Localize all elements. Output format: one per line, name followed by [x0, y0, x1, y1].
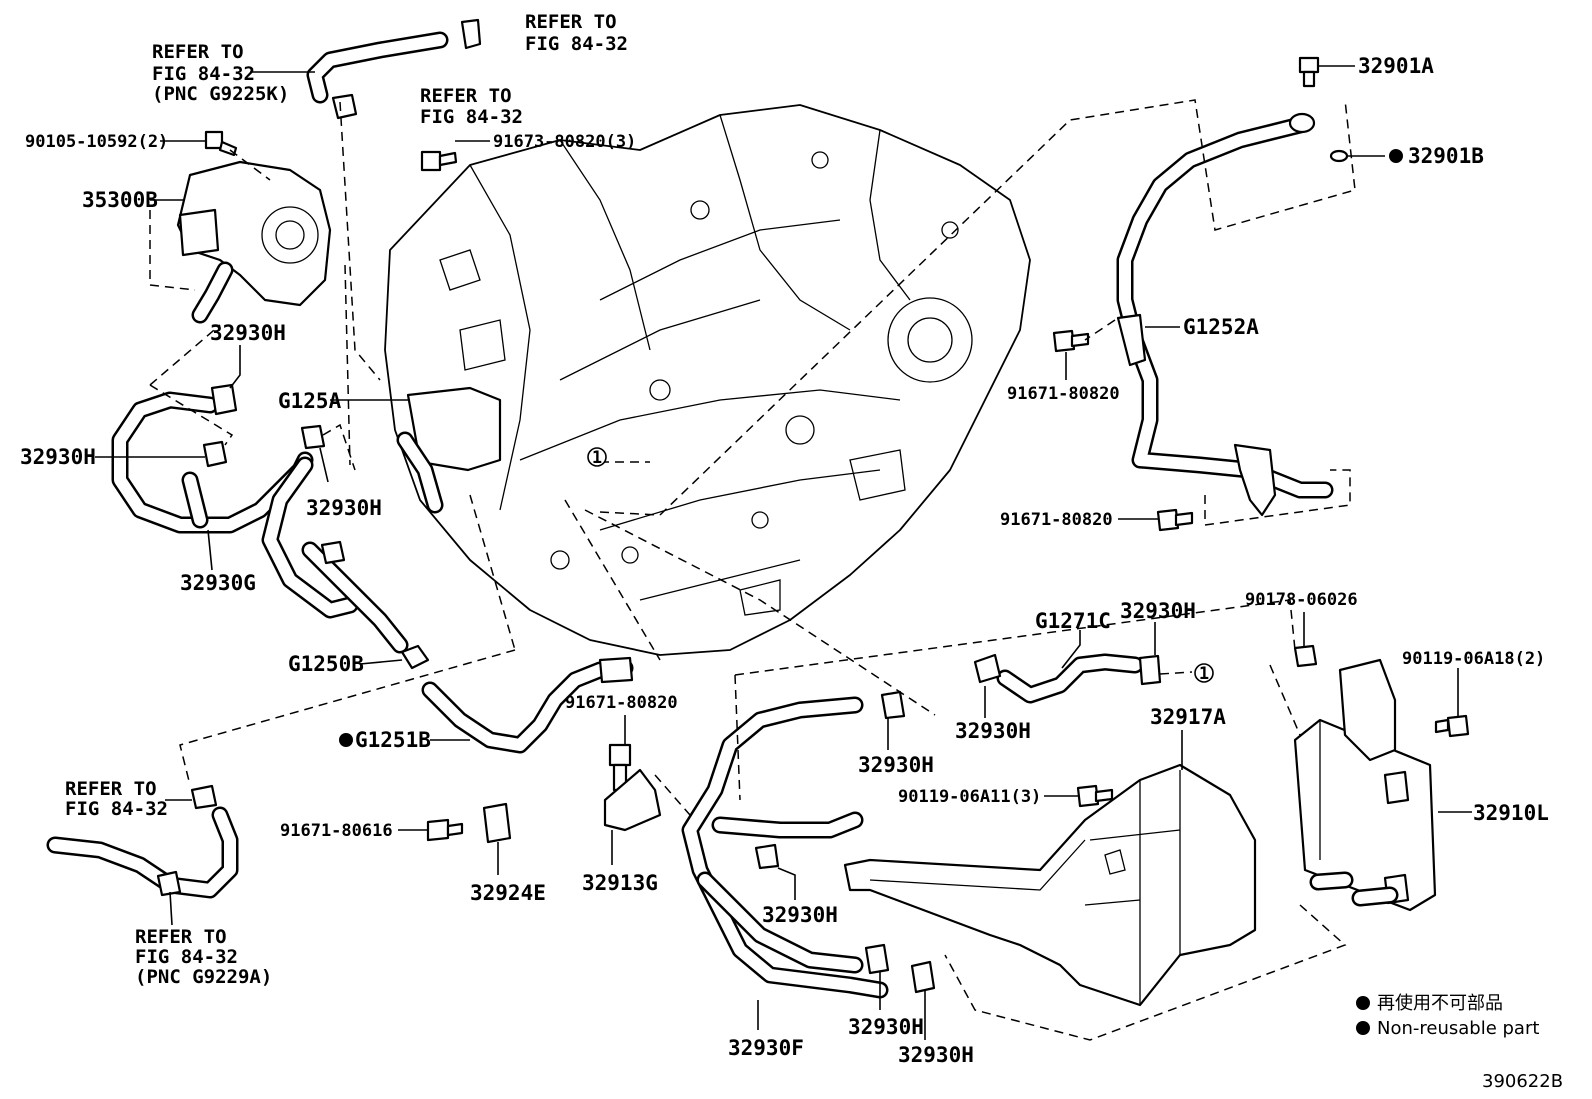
bolt-90119-06a11 — [1076, 784, 1114, 808]
label-g125a: G125A — [278, 389, 342, 413]
clamp-32930h-b — [202, 440, 228, 468]
label-91673-80820: 91673-80820(3) — [493, 132, 636, 152]
label-32930h-c: 32930H — [306, 496, 382, 520]
reference-marker-1a: 1 — [587, 447, 607, 468]
refer-bl-bot-line1: REFER TO — [135, 926, 227, 948]
label-32901b: 32901B — [1408, 144, 1484, 168]
transaxle-assembly — [384, 104, 1031, 656]
hose-32930g — [111, 391, 359, 619]
bolt-32901a — [1298, 56, 1320, 88]
legend-dot-en — [1356, 1021, 1370, 1035]
oil-pipe-g1252a — [1116, 112, 1334, 517]
clamp-32930h-a — [210, 383, 238, 416]
label-32930h-a: 32930H — [210, 321, 286, 345]
bolt-90119-06a18 — [1434, 714, 1470, 738]
label-32910l: 32910L — [1473, 801, 1549, 825]
label-90105-10592: 90105-10592(2) — [25, 132, 168, 152]
refer-mid-line1: REFER TO — [420, 85, 512, 107]
label-35300b: 35300B — [82, 188, 158, 212]
bracket-32913g — [603, 743, 662, 832]
part-labels: REFER TO FIG 84-32 REFER TO FIG 84-32 (P… — [20, 11, 1563, 1092]
bracket-32924e — [426, 802, 512, 844]
bolt-91671-a — [1052, 329, 1090, 353]
label-91671-80820-b: 91671-80820 — [1000, 510, 1113, 530]
hose-g1271c — [973, 653, 1162, 704]
label-91671-80820-a: 91671-80820 — [1007, 384, 1120, 404]
refer-bl-top-line2: FIG 84-32 — [65, 798, 168, 820]
label-g1250b: G1250B — [288, 652, 364, 676]
label-32930h-b: 32930H — [20, 445, 96, 469]
hose-32930f — [681, 690, 936, 999]
washer-32901b — [1329, 149, 1349, 163]
refer-bl-bot-line2: FIG 84-32 — [135, 946, 238, 968]
legend-japanese: 再使用不可部品 — [1377, 993, 1503, 1014]
clamp-32930h-c — [300, 424, 326, 450]
refer-mid-line2: FIG 84-32 — [420, 106, 523, 128]
label-32901a: 32901A — [1358, 54, 1434, 78]
label-90178-06026: 90178-06026 — [1245, 590, 1358, 610]
hose-top-refer — [306, 18, 482, 120]
label-g1252a: G1252A — [1183, 315, 1259, 339]
label-32930h-h: 32930H — [848, 1015, 924, 1039]
label-91671-80616: 91671-80616 — [280, 821, 393, 841]
legend-english: Non-reusable part — [1377, 1018, 1539, 1039]
oil-cooler-32910l — [1293, 658, 1437, 912]
label-32913g: 32913G — [582, 871, 658, 895]
label-90119-06a18: 90119-06A18(2) — [1402, 649, 1545, 669]
nonreusable-dot-32901b — [1389, 149, 1403, 163]
hose-g1251b — [421, 656, 634, 754]
marker-1b-label: 1 — [1199, 664, 1209, 684]
refer-top-left-line1: REFER TO — [152, 41, 244, 63]
refer-top-center-line2: FIG 84-32 — [525, 33, 628, 55]
bolt-91671-b — [1156, 508, 1194, 532]
refer-bl-bot-line3: (PNC G9229A) — [135, 966, 272, 988]
solid-leaders — [95, 65, 1472, 1040]
label-32930f: 32930F — [728, 1036, 804, 1060]
label-91671-80820-c: 91671-80820 — [565, 693, 678, 713]
label-32930h-e: 32930H — [955, 719, 1031, 743]
valve-35300b — [176, 160, 332, 324]
hose-bottom-left-refer — [46, 784, 239, 899]
label-32930h-f: 32930H — [858, 753, 934, 777]
marker-1a-label: 1 — [592, 448, 602, 468]
nut-90178 — [1293, 644, 1318, 668]
pipe-g1250b — [301, 541, 430, 670]
label-g1251b: G1251B — [355, 728, 431, 752]
bolt-91673 — [420, 150, 458, 172]
label-32917a: 32917A — [1150, 705, 1226, 729]
nonreusable-dot-g1251b — [339, 733, 353, 747]
diagram-id: 390622B — [1482, 1071, 1563, 1092]
reference-marker-1b: 1 — [1194, 663, 1214, 684]
legend-dot-jp — [1356, 996, 1370, 1010]
refer-top-left-line3: (PNC G9225K) — [152, 83, 289, 105]
clamp-mid-a — [320, 540, 346, 565]
label-32924e: 32924E — [470, 881, 546, 905]
refer-top-center-line1: REFER TO — [525, 11, 617, 33]
label-32930g: 32930G — [180, 571, 256, 595]
duct-32917a — [843, 763, 1257, 1007]
refer-bl-top-line1: REFER TO — [65, 778, 157, 800]
label-32930h-g: 32930H — [762, 903, 838, 927]
refer-top-left-line2: FIG 84-32 — [152, 63, 255, 85]
label-32930h-i: 32930H — [898, 1043, 974, 1067]
label-g1271c: G1271C — [1035, 609, 1111, 633]
dashed-leaders — [149, 99, 1356, 1041]
label-32930h-d: 32930H — [1120, 599, 1196, 623]
label-90119-06a11: 90119-06A11(3) — [898, 787, 1041, 807]
